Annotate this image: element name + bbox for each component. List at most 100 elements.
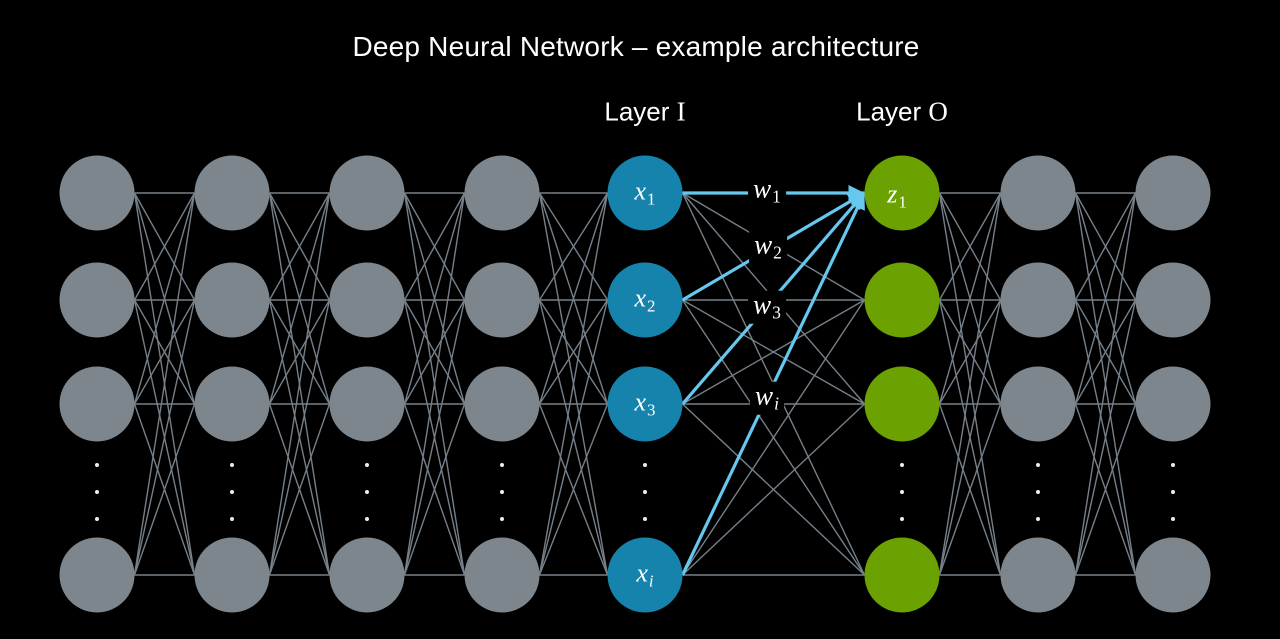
neuron-layer5-row2 xyxy=(607,262,683,338)
weight-label-w3: w3 xyxy=(748,289,786,324)
ellipsis-dot xyxy=(95,517,99,521)
connection-line xyxy=(133,192,196,301)
neuron-layer1-row2 xyxy=(59,262,135,338)
ellipsis-dot xyxy=(1171,517,1175,521)
ellipsis-dot xyxy=(500,517,504,521)
neuron-layer7-row3 xyxy=(1000,366,1076,442)
neuron-layer2-row4 xyxy=(194,537,270,613)
ellipsis-dot xyxy=(643,463,647,467)
neuron-label-xi: xi xyxy=(636,558,653,591)
weight-label-w2: w2 xyxy=(749,229,787,264)
neuron-layer8-row4 xyxy=(1135,537,1211,613)
connection-line xyxy=(1074,299,1137,576)
neuron-label-x3-base: x xyxy=(634,387,647,417)
layer-label-input-prefix: Layer xyxy=(604,96,677,127)
neuron-layer1-row1 xyxy=(59,155,135,231)
neuron-label-xi-base: x xyxy=(636,558,648,588)
connection-line xyxy=(133,299,196,576)
neuron-label-x3: x3 xyxy=(635,387,656,420)
neuron-layer2-row2 xyxy=(194,262,270,338)
connection-line xyxy=(403,192,466,405)
neuron-label-z1: z1 xyxy=(887,179,907,212)
neuron-layer4-row2 xyxy=(464,262,540,338)
ellipsis-dot xyxy=(900,517,904,521)
connection-line xyxy=(403,299,466,576)
connection-line xyxy=(1074,299,1137,405)
layer-label-input: Layer I xyxy=(604,97,685,128)
ellipsis-dot xyxy=(230,463,234,467)
connection-line xyxy=(538,403,609,576)
ellipsis-dot xyxy=(1171,463,1175,467)
weight-label-w3-sub: 3 xyxy=(772,302,781,323)
neuron-label-x2-sub: 2 xyxy=(647,296,656,316)
connection-line xyxy=(268,192,331,576)
weight-label-w2-base: w xyxy=(754,229,773,260)
ellipsis-dot xyxy=(1036,517,1040,521)
connection-line xyxy=(1074,192,1137,576)
connection-line xyxy=(133,299,196,405)
ellipsis-dot xyxy=(1171,490,1175,494)
neuron-layer6-row3 xyxy=(864,366,940,442)
neuron-layer7-row4 xyxy=(1000,537,1076,613)
connection-line xyxy=(938,192,1002,301)
layer-label-output-letter: O xyxy=(928,96,948,127)
connection-line xyxy=(268,192,331,301)
ellipsis-dot xyxy=(900,463,904,467)
ellipsis-dot xyxy=(1036,463,1040,467)
neuron-layer3-row3 xyxy=(329,366,405,442)
weight-label-wi: wi xyxy=(750,380,784,415)
connection-line xyxy=(938,192,1002,576)
connection-line xyxy=(133,403,196,576)
neuron-layer4-row4 xyxy=(464,537,540,613)
ellipsis-dot xyxy=(365,517,369,521)
neuron-label-z1-base: z xyxy=(887,179,898,209)
connection-line xyxy=(938,299,1002,405)
weight-label-wi-sub: i xyxy=(774,393,779,414)
neuron-layer2-row3 xyxy=(194,366,270,442)
connection-line xyxy=(538,299,609,405)
neuron-layer7-row1 xyxy=(1000,155,1076,231)
connection-line xyxy=(538,192,609,301)
connection-line xyxy=(403,192,466,301)
connection-line xyxy=(268,403,331,576)
neuron-layer1-row4 xyxy=(59,537,135,613)
connection-line xyxy=(538,192,609,405)
neuron-layer5-row1 xyxy=(607,155,683,231)
weight-label-wi-base: w xyxy=(755,380,774,411)
neuron-layer3-row4 xyxy=(329,537,405,613)
connection-line xyxy=(133,192,196,576)
connection-line xyxy=(538,192,609,576)
connection-line xyxy=(681,299,866,576)
neuron-label-x3-sub: 3 xyxy=(647,400,656,420)
neuron-layer7-row2 xyxy=(1000,262,1076,338)
weight-label-w1-base: w xyxy=(753,173,772,204)
layer-label-output-prefix: Layer xyxy=(856,96,929,127)
weight-label-w3-base: w xyxy=(753,289,772,320)
neuron-layer8-row3 xyxy=(1135,366,1211,442)
neuron-layer6-row2 xyxy=(864,262,940,338)
neuron-layer3-row2 xyxy=(329,262,405,338)
neuron-label-x1: x1 xyxy=(635,176,656,209)
connection-line xyxy=(268,192,331,405)
neuron-label-xi-sub: i xyxy=(648,571,654,591)
ellipsis-dot xyxy=(500,463,504,467)
neuron-layer5-row3 xyxy=(607,366,683,442)
ellipsis-dot xyxy=(95,463,99,467)
connection-line xyxy=(403,299,466,405)
connection-line xyxy=(538,299,609,576)
neuron-label-x2-base: x xyxy=(634,283,647,313)
ellipsis-dot xyxy=(1036,490,1040,494)
neuron-layer4-row1 xyxy=(464,155,540,231)
neuron-layer2-row1 xyxy=(194,155,270,231)
neuron-layer6-row1 xyxy=(864,155,940,231)
connection-line xyxy=(1074,192,1137,301)
weight-label-w2-sub: 2 xyxy=(773,242,782,263)
connection-line xyxy=(268,299,331,405)
neuron-layer8-row1 xyxy=(1135,155,1211,231)
ellipsis-dot xyxy=(643,517,647,521)
connection-line xyxy=(682,403,865,576)
neuron-layer3-row1 xyxy=(329,155,405,231)
connection-line xyxy=(403,403,466,576)
connection-line xyxy=(133,192,196,405)
